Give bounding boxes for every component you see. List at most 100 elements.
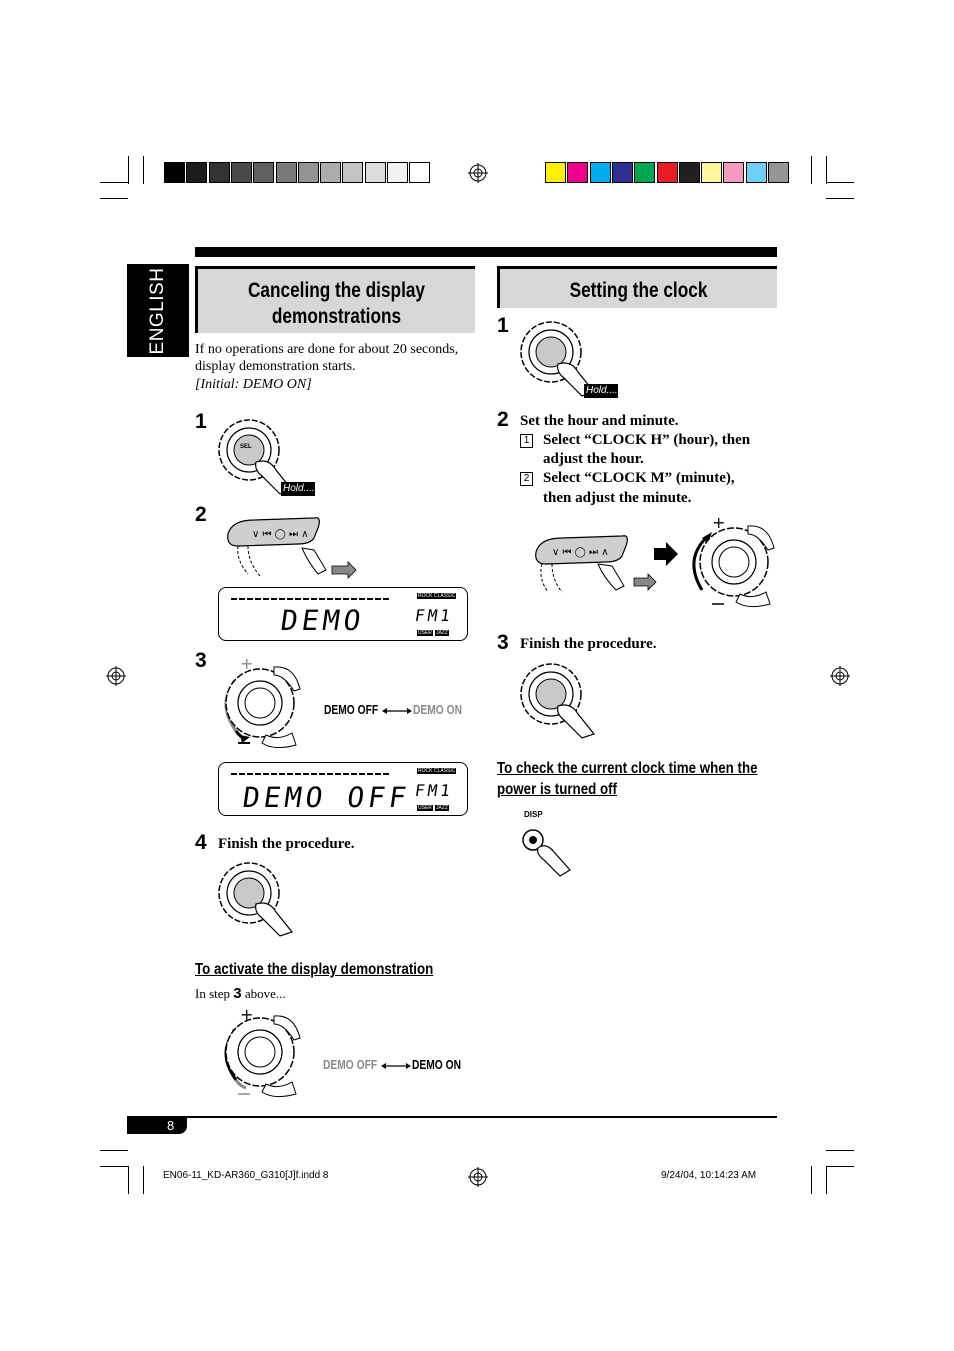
substep-number: 1 [520, 434, 533, 448]
color-swatch [409, 162, 431, 183]
language-tab: ENGLISH [127, 264, 189, 357]
demo-on-label: DEMO ON [413, 703, 462, 717]
step-number: 1 [195, 410, 207, 433]
disp-label: DISP [524, 810, 543, 819]
step-text: Finish the procedure. [520, 636, 657, 652]
color-swatch [634, 162, 656, 183]
lcd-tag-classic: CLASSIC [433, 593, 457, 599]
lcd-tag-user: USER [417, 630, 433, 636]
bottom-rule [127, 1116, 777, 1118]
section-title-canceling-demo: Canceling the display demonstrations [195, 266, 475, 333]
color-swatch [545, 162, 566, 183]
step-number: 4 [195, 831, 207, 854]
step-text: Finish the procedure. [218, 836, 355, 852]
hold-label [281, 482, 315, 496]
lcd-band-text: FM1 [413, 606, 455, 625]
lcd-tag-jazz: JAZZ [435, 630, 449, 636]
seek-and-dial-icon: ∨ ⏮ ◯ ⏭ ∧ + [535, 513, 775, 608]
timestamp: 9/24/04, 10:14:23 AM [661, 1170, 757, 1181]
color-swatch [364, 162, 386, 183]
substep-number: 2 [520, 472, 533, 486]
lcd-main-text: DEMO [278, 604, 367, 637]
color-swatch [253, 162, 275, 183]
activate-demo-heading: To activate the display demonstration [195, 961, 434, 978]
lcd-tag-rock: ROCK [417, 768, 434, 774]
step-number: 2 [195, 503, 207, 526]
demo-off-label: DEMO OFF [323, 1058, 378, 1072]
color-swatch [186, 162, 208, 183]
step-number: 3 [195, 649, 207, 672]
intro-line2: display demonstration starts. [195, 359, 356, 374]
page-number: 8 [167, 1118, 175, 1133]
registration-mark-icon [830, 666, 850, 686]
svg-text:+: + [712, 513, 725, 532]
demo-on-label: DEMO ON [412, 1058, 461, 1072]
hold-label-text: Hold.... [283, 483, 315, 494]
color-swatch [342, 162, 364, 183]
lcd-display: DEMO OFF FM1 ROCK CLASSIC USER JAZZ [218, 762, 468, 816]
substep-1-cont: adjust the hour. [543, 451, 644, 467]
step-text: Set the hour and minute. [520, 413, 679, 429]
lcd-main-text: DEMO OFF [240, 781, 413, 814]
lcd-tag-classic: CLASSIC [433, 768, 457, 774]
substep-2-cont: then adjust the minute. [543, 490, 692, 506]
seek-button-press-icon: ∨ ⏮ ◯ ⏭ ∧ [227, 517, 357, 579]
color-swatch [297, 162, 319, 183]
sel-knob-icon [218, 862, 294, 937]
section-title-line2: demonstrations [271, 305, 402, 328]
color-swatch [745, 162, 767, 183]
activate-text: In step 3 above... [195, 985, 286, 1002]
check-clock-heading-line1: To check the current clock time when the [497, 760, 758, 777]
color-swatch [320, 162, 342, 183]
svg-text:∨ ⏮ ◯ ⏭ ∧: ∨ ⏮ ◯ ⏭ ∧ [552, 547, 609, 558]
color-swatch [387, 162, 408, 183]
section-title: Setting the clock [569, 279, 708, 302]
color-swatch [275, 162, 297, 183]
color-swatch [164, 162, 185, 183]
hold-label-text: Hold.... [586, 385, 618, 396]
step-number: 3 [497, 631, 509, 654]
color-swatch [723, 162, 745, 183]
double-arrow-icon [382, 708, 412, 714]
color-swatch [589, 162, 611, 183]
lcd-tag-rock: ROCK [417, 593, 434, 599]
hold-label [584, 384, 618, 398]
color-swatch [656, 162, 678, 183]
color-swatch [567, 162, 589, 183]
lcd-display: DEMO FM1 ROCK CLASSIC USER JAZZ [218, 587, 468, 641]
lcd-tag-user: USER [417, 805, 433, 811]
page-number-badge [127, 1118, 187, 1134]
color-swatch [230, 162, 252, 183]
svg-text:∨ ⏮ ◯ ⏭ ∧: ∨ ⏮ ◯ ⏭ ∧ [252, 529, 309, 540]
svg-text:+: + [240, 654, 253, 673]
control-dial-icon: + [224, 654, 301, 749]
initial-note: [Initial: DEMO ON] [195, 377, 312, 392]
step-number: 1 [497, 314, 509, 337]
intro-line1: If no operations are done for about 20 s… [195, 342, 459, 357]
top-rule [195, 247, 777, 257]
file-info: EN06-11_KD-AR360_G310[J]f.indd 8 [163, 1170, 329, 1181]
sel-knob-icon [520, 663, 596, 739]
registration-mark-icon [468, 163, 488, 183]
section-title-setting-clock: Setting the clock [497, 266, 777, 308]
disp-button-press-icon [522, 829, 571, 877]
color-swatch [611, 162, 633, 183]
control-dial-icon: + [224, 1005, 301, 1098]
registration-mark-icon [468, 1167, 488, 1187]
check-clock-heading-line2: power is turned off [497, 781, 617, 798]
lcd-tag-jazz: JAZZ [435, 805, 449, 811]
level-meter [231, 598, 391, 600]
color-swatch [208, 162, 230, 183]
level-meter [231, 773, 391, 775]
color-swatch [768, 162, 789, 183]
color-swatch [678, 162, 700, 183]
double-arrow-icon [381, 1063, 411, 1069]
registration-mark-icon [106, 666, 126, 686]
lcd-band-text: FM1 [413, 781, 455, 800]
sel-label: SEL [240, 444, 252, 450]
color-swatch [701, 162, 723, 183]
demo-off-label: DEMO OFF [324, 703, 379, 717]
section-title-line1: Canceling the display [247, 279, 426, 302]
